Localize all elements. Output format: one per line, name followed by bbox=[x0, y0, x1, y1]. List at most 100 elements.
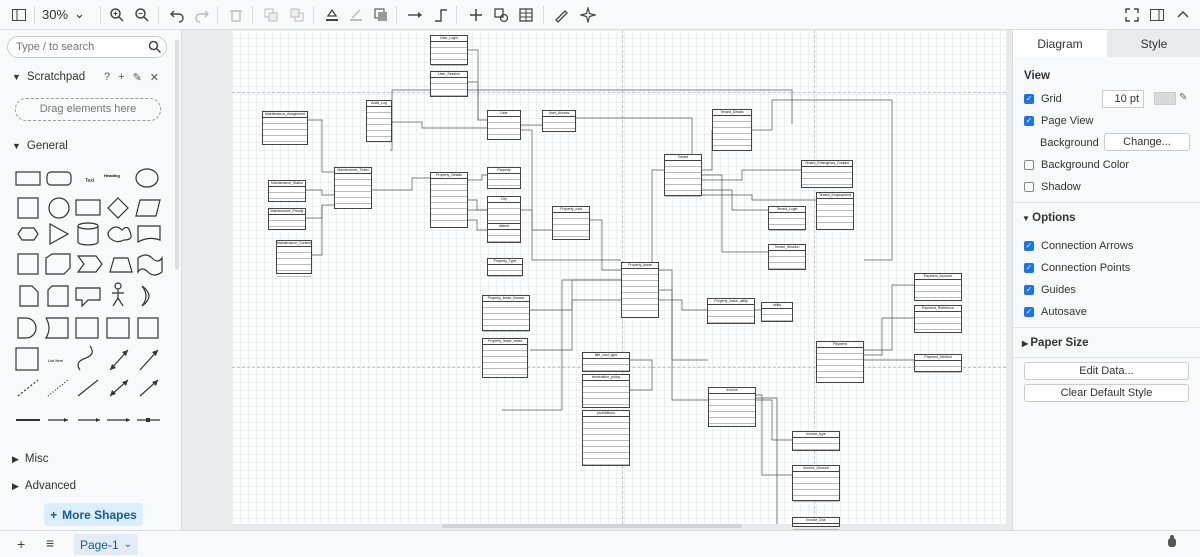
grid-option[interactable]: ✓Grid bbox=[1024, 93, 1062, 105]
format-panel-icon[interactable] bbox=[1146, 5, 1168, 25]
zoom-select[interactable]: 30%⌄ bbox=[42, 6, 85, 22]
shadow-option[interactable]: Shadow bbox=[1024, 181, 1081, 193]
to-front-icon[interactable] bbox=[260, 5, 282, 25]
line-color-icon[interactable] bbox=[345, 5, 367, 25]
grid-color-swatch[interactable] bbox=[1154, 92, 1176, 105]
collapse-icon[interactable] bbox=[1172, 5, 1194, 25]
shape-icon[interactable] bbox=[490, 5, 512, 25]
paper-size-heading[interactable]: ▶ Paper Size bbox=[1022, 337, 1089, 349]
add-page-icon[interactable]: + bbox=[17, 536, 26, 552]
entity-table[interactable]: Property_lease_notes bbox=[482, 338, 528, 378]
entity-table[interactable]: Payment_Account bbox=[914, 273, 962, 301]
entity-table[interactable]: Payment_Method bbox=[914, 354, 962, 373]
entity-table[interactable]: City bbox=[487, 196, 521, 227]
zoom-out-icon[interactable] bbox=[131, 5, 153, 25]
entity-table[interactable]: Property_lease_finance bbox=[482, 295, 530, 332]
more-shapes-button[interactable]: + More Shapes bbox=[44, 503, 143, 526]
bug-report-icon[interactable] bbox=[1166, 535, 1178, 552]
background-color-checkbox[interactable] bbox=[1024, 160, 1034, 170]
redo-icon[interactable] bbox=[191, 5, 213, 25]
connection-icon[interactable] bbox=[404, 5, 426, 25]
change-background-button[interactable]: Change... bbox=[1104, 133, 1190, 151]
tab-page-1[interactable]: Page-1 ⌄ bbox=[74, 534, 138, 555]
entity-table[interactable]: Maintenance_Content bbox=[276, 240, 312, 277]
entity-table[interactable]: Property_lease_utility bbox=[707, 298, 755, 324]
zoom-in-icon[interactable] bbox=[106, 5, 128, 25]
page-view-checkbox[interactable]: ✓ bbox=[1024, 116, 1034, 126]
undo-icon[interactable] bbox=[166, 5, 188, 25]
guides-checkbox[interactable]: ✓ bbox=[1024, 285, 1034, 295]
ai-icon[interactable] bbox=[577, 5, 599, 25]
entity-table[interactable]: Maintenance_Assignment bbox=[262, 111, 308, 145]
entity-table[interactable]: district bbox=[487, 223, 521, 243]
table-icon[interactable] bbox=[515, 5, 537, 25]
general-header[interactable]: ▼ General bbox=[12, 140, 68, 152]
entity-table[interactable]: Invoice bbox=[708, 387, 756, 427]
entity-table[interactable]: Maintenance_Priority bbox=[268, 208, 306, 230]
entity-table[interactable]: User_Session bbox=[430, 71, 468, 97]
shadow-icon[interactable] bbox=[370, 5, 392, 25]
pages-menu-icon[interactable]: ≡ bbox=[46, 535, 55, 551]
entity-table[interactable]: Property_cost bbox=[552, 206, 590, 240]
entity-table[interactable]: Maintenance_Status bbox=[268, 180, 306, 202]
freehand-icon[interactable] bbox=[551, 5, 573, 25]
fullscreen-icon[interactable] bbox=[1121, 5, 1143, 25]
connection-points-option[interactable]: ✓Connection Points bbox=[1024, 262, 1130, 274]
sidebar-scrollbar[interactable] bbox=[175, 40, 179, 270]
entity-table[interactable]: User_Access bbox=[542, 110, 576, 132]
fill-color-icon[interactable] bbox=[321, 5, 343, 25]
entity-table[interactable]: Tenant_Employment bbox=[816, 192, 854, 230]
options-heading[interactable]: ▼ Options bbox=[1022, 212, 1076, 224]
canvas-scrollbar[interactable] bbox=[442, 524, 742, 528]
entity-table[interactable]: Maintenance_Ticket bbox=[334, 167, 372, 209]
entity-table[interactable]: Invoice_type bbox=[792, 431, 840, 451]
help-icon[interactable]: ? bbox=[104, 71, 111, 83]
scratchpad-header[interactable]: ▼ Scratchpad bbox=[12, 71, 85, 83]
waypoints-icon[interactable] bbox=[430, 5, 452, 25]
edit-color-icon[interactable]: ✎ bbox=[1179, 92, 1188, 103]
search-input[interactable] bbox=[7, 36, 167, 58]
shadow-checkbox[interactable] bbox=[1024, 182, 1034, 192]
close-icon[interactable]: ✕ bbox=[149, 72, 159, 84]
grid-checkbox[interactable]: ✓ bbox=[1024, 94, 1034, 104]
entity-table[interactable]: termination_policy bbox=[582, 374, 630, 408]
page-view-option[interactable]: ✓Page View bbox=[1024, 115, 1093, 127]
entity-table[interactable]: User bbox=[487, 110, 521, 140]
guides-option[interactable]: ✓Guides bbox=[1024, 284, 1076, 296]
edit-data-button[interactable]: Edit Data... bbox=[1024, 362, 1189, 380]
entity-table[interactable]: Property_Details bbox=[430, 172, 468, 228]
entity-table[interactable]: Tenant_Session bbox=[768, 244, 806, 270]
connection-points-checkbox[interactable]: ✓ bbox=[1024, 263, 1034, 273]
autosave-option[interactable]: ✓Autosave bbox=[1024, 306, 1087, 318]
entity-table[interactable]: Tenant_Emergency_Contact bbox=[801, 160, 853, 188]
misc-header[interactable]: ▶ Misc bbox=[12, 453, 49, 465]
entity-table[interactable]: User_Login bbox=[430, 35, 468, 66]
add-icon[interactable]: + bbox=[118, 71, 125, 83]
entity-table[interactable]: Tenant bbox=[664, 154, 702, 197]
entity-table[interactable]: Invoice_Due bbox=[792, 517, 840, 530]
sidebar-toggle-icon[interactable] bbox=[8, 5, 30, 25]
entity-table[interactable]: Property_lease bbox=[621, 262, 659, 318]
entity-table[interactable]: Property bbox=[487, 167, 521, 189]
edit-icon[interactable]: ✎ bbox=[132, 72, 142, 84]
clear-default-style-button[interactable]: Clear Default Style bbox=[1024, 384, 1189, 402]
connection-arrows-checkbox[interactable]: ✓ bbox=[1024, 241, 1034, 251]
entity-table[interactable]: prohibitions bbox=[582, 410, 630, 466]
entity-table[interactable]: late_cost_type bbox=[582, 352, 630, 372]
entity-table[interactable]: Payment_Reference bbox=[914, 305, 962, 333]
autosave-checkbox[interactable]: ✓ bbox=[1024, 307, 1034, 317]
entity-table[interactable]: Payment bbox=[816, 341, 864, 383]
advanced-header[interactable]: ▶ Advanced bbox=[12, 480, 76, 492]
to-back-icon[interactable] bbox=[286, 5, 308, 25]
entity-table[interactable]: Invoice_Amount bbox=[792, 465, 840, 502]
tab-diagram[interactable]: Diagram bbox=[1013, 30, 1107, 57]
search-icon[interactable] bbox=[148, 40, 162, 54]
entity-table[interactable]: Tenant_Login bbox=[768, 206, 806, 231]
entity-table[interactable]: utility bbox=[761, 302, 793, 322]
grid-size-input[interactable]: 10 pt bbox=[1102, 90, 1144, 108]
tab-style[interactable]: Style bbox=[1107, 30, 1200, 57]
entity-table[interactable]: Audit_Log bbox=[366, 100, 392, 142]
delete-icon[interactable] bbox=[225, 5, 247, 25]
